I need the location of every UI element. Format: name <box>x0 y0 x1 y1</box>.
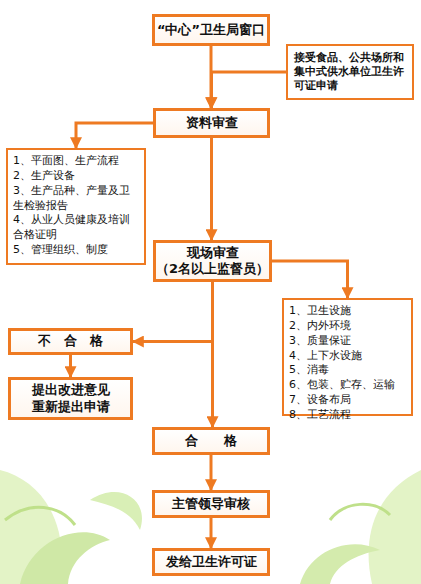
list-item: 1、卫生设施 <box>289 304 406 319</box>
box-label: 不 合 格 <box>38 333 103 349</box>
list-item: 1、平面图、生产流程 <box>13 154 139 169</box>
flow-arrow <box>210 138 213 240</box>
application-note: 接受食品、公共场所和集中式供水单位卫生许可证申请 <box>286 44 414 100</box>
list-item: 8、工艺流程 <box>289 408 406 423</box>
flow-arrow <box>210 518 213 548</box>
green-curl <box>5 507 75 525</box>
green-leaf <box>90 492 142 530</box>
green-curl <box>330 504 390 520</box>
flow-arrow <box>211 282 214 427</box>
result-box: 不 合 格 <box>8 328 133 355</box>
flow-arrow <box>133 282 213 342</box>
result-box: 合 格 <box>152 427 270 455</box>
flow-arrow <box>210 455 213 490</box>
list-item: 2、生产设备 <box>13 169 139 184</box>
list-item: 4、从业人员健康及培训合格证明 <box>13 213 139 243</box>
list-item: 4、上下水设施 <box>289 349 406 364</box>
green-swirl <box>369 470 421 584</box>
flow-arrow <box>212 72 287 108</box>
box-label: 提出改进意见 重新提出申请 <box>11 382 130 415</box>
process-box: 资料审查 <box>153 108 270 138</box>
flow-arrow <box>76 123 153 148</box>
list-item: 5、管理组织、制度 <box>13 243 139 258</box>
green-swirl <box>300 544 380 584</box>
box-label: 接受食品、公共场所和集中式供水单位卫生许可证申请 <box>294 51 406 94</box>
window-box: “中心”卫生局窗口 <box>152 14 270 46</box>
box-label: 合 格 <box>185 433 237 449</box>
list-item: 7、设备布局 <box>289 393 406 408</box>
list-item: 6、包装、贮存、运输 <box>289 378 406 393</box>
green-swirl <box>20 532 110 584</box>
flow-arrow <box>272 261 348 298</box>
text-wrap: 接受食品、公共场所和集中式供水单位卫生许可证申请 <box>294 51 406 94</box>
process-box: 现场审查 （2名以上监督员） <box>153 240 272 282</box>
action-box: 提出改进意见 重新提出申请 <box>8 377 133 420</box>
list-item: 3、质量保证 <box>289 334 406 349</box>
flow-arrow <box>69 355 72 377</box>
list-item: 5、消毒 <box>289 363 406 378</box>
box-label: 现场审查 （2名以上监督员） <box>156 245 269 278</box>
list-item: 3、生产品种、产量及卫生检验报告 <box>13 184 139 214</box>
box-label: 发给卫生许可证 <box>166 554 257 570</box>
terminal-box: 发给卫生许可证 <box>152 548 270 576</box>
checklist-box: 1、卫生设施2、内外环境3、质量保证4、上下水设施5、消毒6、包装、贮存、运输7… <box>282 298 413 416</box>
box-label: “中心”卫生局窗口 <box>157 22 265 38</box>
process-box: 主管领导审核 <box>152 490 270 518</box>
box-label: 资料审查 <box>186 115 238 131</box>
checklist-box: 1、平面图、生产流程2、生产设备3、生产品种、产量及卫生检验报告4、从业人员健康… <box>6 148 146 265</box>
list-item: 2、内外环境 <box>289 319 406 334</box>
box-label: 主管领导审核 <box>172 496 250 512</box>
